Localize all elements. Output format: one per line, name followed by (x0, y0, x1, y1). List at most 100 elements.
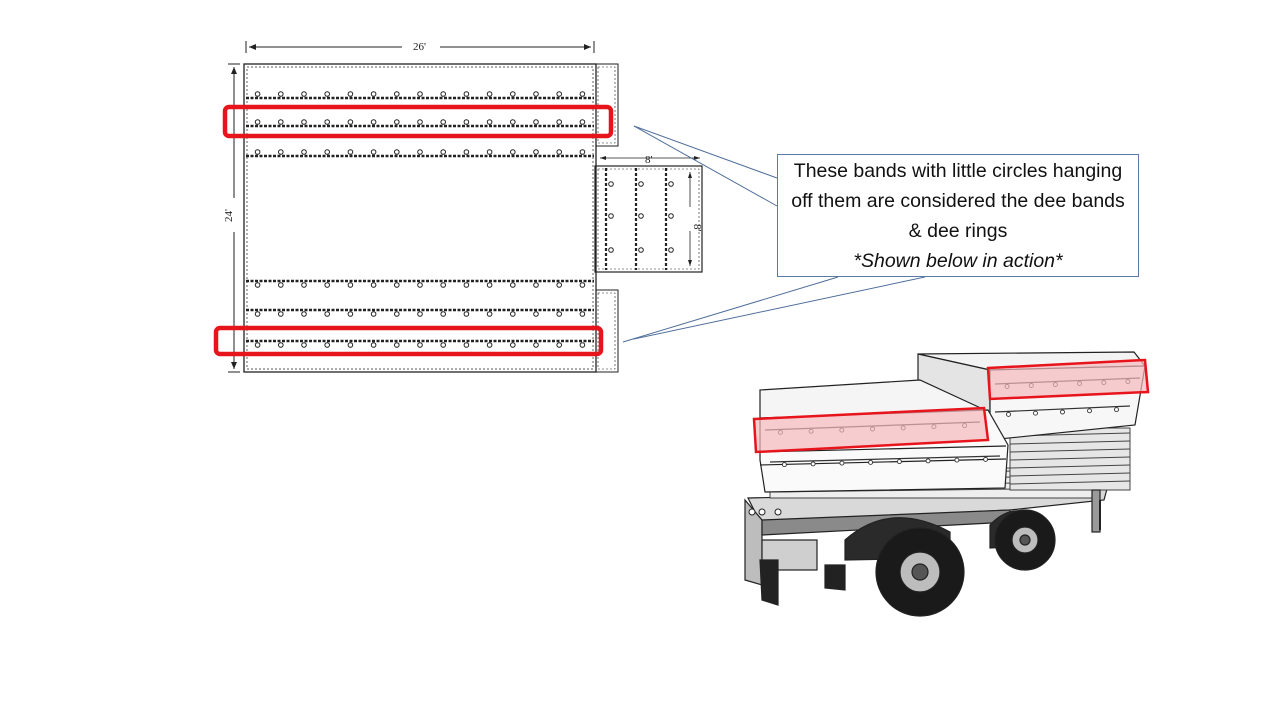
callout-line-4: *Shown below in action* (853, 249, 1063, 272)
width-label: 26' (413, 41, 426, 53)
dee-ring (579, 149, 586, 155)
dee-bands (246, 91, 594, 348)
dee-ring (579, 311, 586, 317)
dee-ring (579, 91, 586, 97)
dee-ring (394, 342, 400, 348)
dee-ring (278, 311, 284, 317)
dee-ring (370, 342, 377, 348)
truck-dee-ring (925, 458, 931, 464)
dee-ring (254, 282, 261, 288)
dee-ring (510, 119, 516, 125)
dee-ring (417, 342, 423, 348)
dee-ring (417, 91, 423, 97)
dee-ring (533, 91, 539, 97)
dee-ring (533, 282, 539, 288)
dee-ring (440, 149, 447, 155)
dee-ring (440, 119, 447, 125)
dee-ring (347, 119, 354, 125)
dee-ring (533, 119, 539, 125)
dee-ring (324, 119, 331, 125)
dee-ring (254, 91, 261, 97)
dee-ring (533, 311, 539, 317)
dee-ring (301, 282, 307, 288)
truck-dee-ring (1060, 409, 1065, 415)
dee-ring (394, 311, 400, 317)
dee-ring (556, 342, 563, 348)
dee-ring (417, 149, 423, 155)
dee-ring (486, 119, 493, 125)
dee-ring (324, 149, 331, 155)
dee-ring (370, 91, 377, 97)
dee-ring (533, 342, 539, 348)
tarp-layout: 26' 24' (223, 41, 703, 373)
dee-ring (301, 149, 307, 155)
dee-ring (463, 119, 470, 125)
dee-ring (347, 342, 354, 348)
dee-ring (533, 149, 539, 155)
dee-ring (556, 91, 563, 97)
dee-ring (370, 119, 377, 125)
dee-ring (440, 91, 447, 97)
dee-band-callout: These bands with little circles hanging … (777, 154, 1139, 277)
dee-ring (440, 282, 447, 288)
dee-ring (556, 282, 563, 288)
dee-ring (579, 119, 586, 125)
truck-dee-ring (1033, 410, 1038, 416)
dee-ring (301, 311, 307, 317)
dee-ring (301, 119, 307, 125)
dee-ring (278, 91, 284, 97)
dee-ring (510, 311, 516, 317)
dee-ring (347, 91, 354, 97)
dee-ring (486, 149, 493, 155)
dee-ring (301, 342, 307, 348)
dee-ring (394, 149, 400, 155)
tarped-trailer-illustration (744, 351, 1147, 617)
truck-dee-ring (954, 457, 960, 463)
lower-right-flap (595, 289, 619, 373)
dee-ring (556, 149, 563, 155)
truck-dee-ring (896, 459, 902, 465)
flap-height-label: 8' (691, 224, 703, 232)
dee-ring (486, 282, 493, 288)
dee-ring (347, 282, 354, 288)
dee-ring (394, 119, 400, 125)
tarp-highlights (213, 104, 614, 357)
flap-width-label: 8' (645, 154, 653, 166)
dee-ring (254, 342, 261, 348)
truck-highlights (752, 358, 1150, 454)
tarp-body (243, 63, 597, 373)
dee-ring (347, 311, 354, 317)
dee-ring (417, 282, 423, 288)
dee-ring (370, 282, 377, 288)
dee-ring (278, 342, 284, 348)
callout-line-1: These bands with little circles hanging (793, 159, 1123, 182)
dee-ring (556, 311, 563, 317)
dee-ring (324, 91, 331, 97)
dee-ring (463, 342, 470, 348)
truck-dee-ring (781, 462, 787, 468)
truck-dee-band (994, 405, 1131, 413)
dee-ring (463, 91, 470, 97)
dee-ring (394, 91, 400, 97)
dee-ring (486, 91, 493, 97)
dee-ring (417, 119, 423, 125)
dee-ring (440, 342, 447, 348)
dee-ring (556, 119, 563, 125)
truck-dee-band (769, 455, 1001, 463)
truck-dee-ring (839, 460, 845, 466)
callout-pointers (622, 125, 926, 343)
dee-ring (254, 119, 261, 125)
truck-dee-ring (1006, 411, 1011, 417)
highlight-rear-load-band (986, 358, 1150, 401)
height-label: 24' (223, 209, 235, 222)
highlight-lower-dee-band (213, 325, 604, 357)
dee-ring (324, 311, 331, 317)
dee-ring (440, 311, 447, 317)
dee-ring (510, 342, 516, 348)
truck-dee-ring (810, 461, 816, 467)
dee-ring (486, 342, 493, 348)
height-dimension (228, 63, 240, 373)
width-dimension (245, 41, 595, 53)
dee-ring (579, 342, 586, 348)
